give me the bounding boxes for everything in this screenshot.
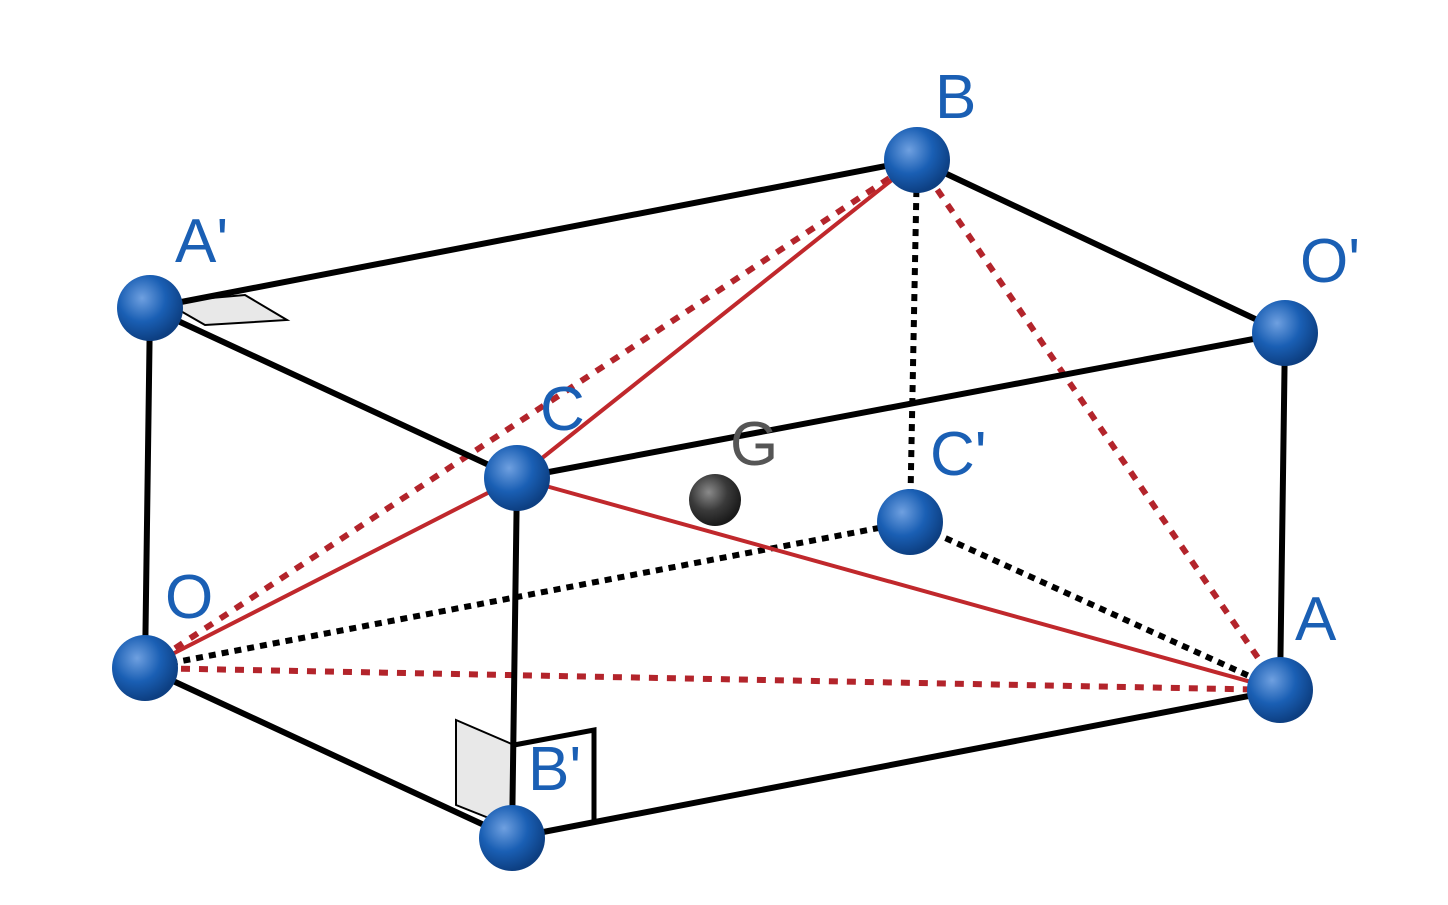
center-point-g [689,474,741,526]
edge-o-c [143,476,519,670]
edge-a-prime-o [142,305,153,671]
label-g: G [730,410,778,479]
vertex-b-prime [479,805,545,871]
edge-o-b-prime [142,665,515,841]
edge-a-prime-c [147,305,520,481]
edge-c-prime-b [907,159,920,523]
vertex-b [884,127,950,193]
edge-c-b [515,158,919,480]
vertex-o [112,635,178,701]
edge-c-prime-a [908,519,1282,693]
edge-a-prime-b [147,157,920,311]
edge-c-a [515,476,1282,692]
label-o: O [165,563,213,632]
right-angle-marker-b-prime-frame [513,726,597,822]
edge-b-o-prime [914,157,1288,336]
label-b-prime: B' [528,735,581,804]
label-c-prime: C' [930,420,987,489]
label-b: B [935,63,976,132]
vertex-a [1247,657,1313,723]
vertex-c-prime [877,489,943,555]
vertex-c [484,445,550,511]
vertex-a-prime [117,275,183,341]
edge-c-o-prime [514,330,1288,481]
edge-c-b-prime [509,475,520,841]
label-o-prime: O' [1300,227,1360,296]
edge-o-prime-a [1277,330,1288,693]
edge-o-a-dotted [144,665,1281,693]
label-c: C [540,375,585,444]
label-a: A [1295,585,1337,654]
edge-o-c-prime [144,519,911,671]
edge-b-prime-a [509,687,1283,841]
vertex-o-prime [1252,300,1318,366]
label-a-prime: A' [175,207,228,276]
